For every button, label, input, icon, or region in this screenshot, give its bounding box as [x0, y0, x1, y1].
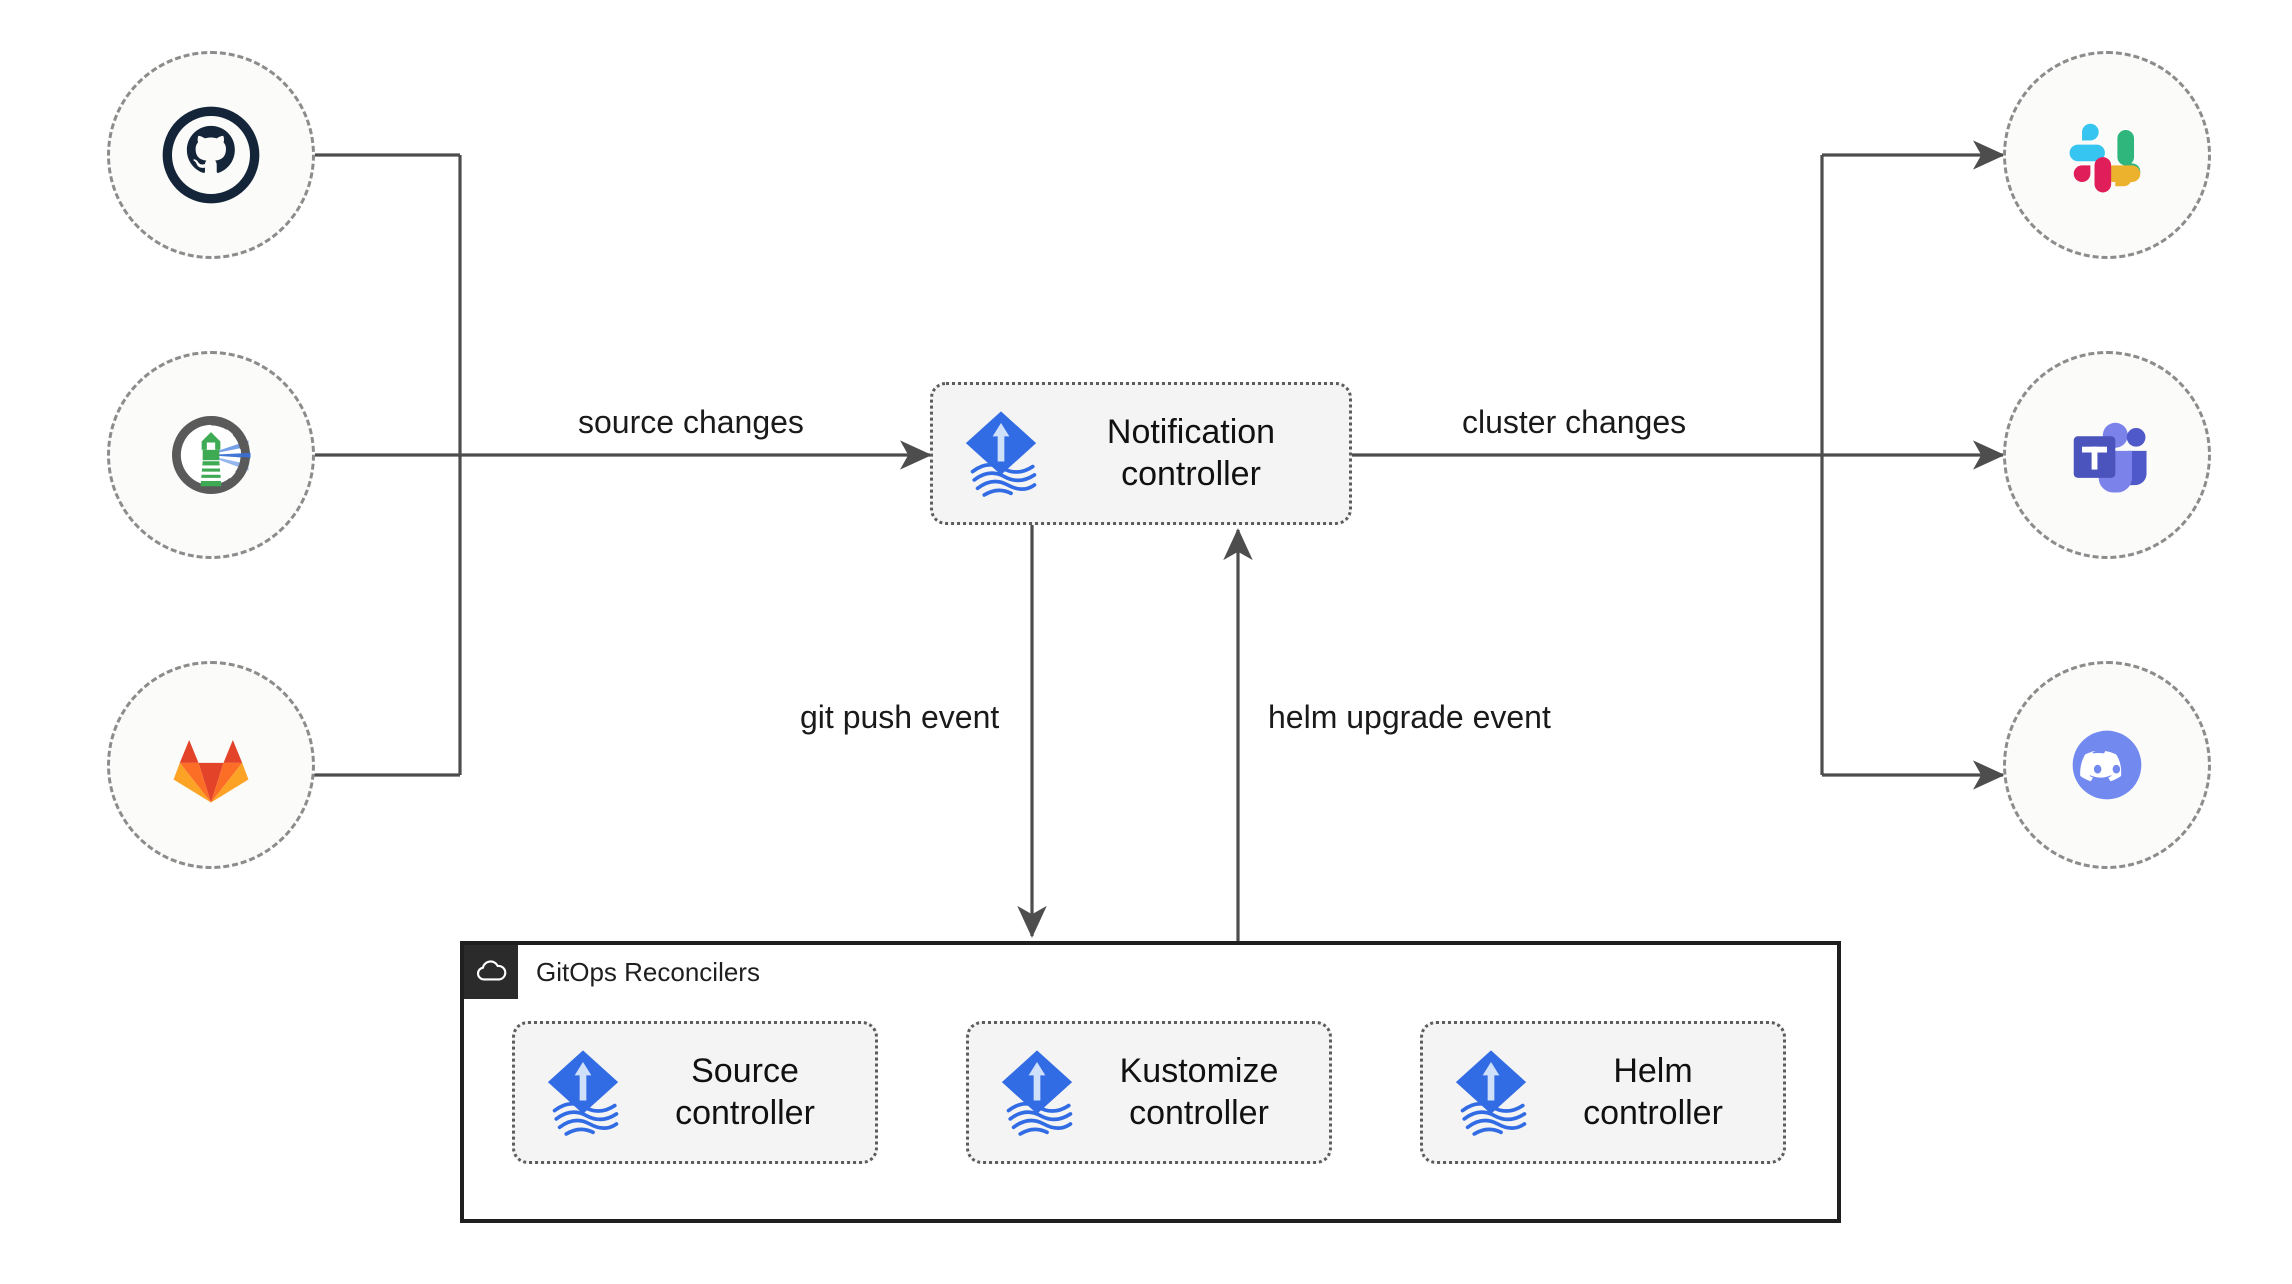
source-controller-card[interactable]: Source controller [512, 1021, 878, 1164]
slack-icon [2069, 123, 2141, 193]
cloud-icon [476, 960, 507, 981]
target-node-discord[interactable] [2003, 661, 2211, 869]
cloud-icon-badge [464, 945, 518, 999]
flux-icon [547, 1049, 619, 1136]
flux-icon [1455, 1049, 1527, 1136]
edge-label-helm-upgrade-event: helm upgrade event [1268, 699, 1551, 735]
edge-label-cluster-changes: cluster changes [1462, 404, 1687, 440]
kustomize-controller-label: Kustomize controller [1119, 1052, 1279, 1132]
helm-icon [172, 416, 251, 494]
microsoft-teams-icon [2073, 422, 2147, 493]
edge-label-source-changes: source changes [578, 404, 804, 440]
notification-controller-card[interactable]: Notification controller [930, 382, 1352, 525]
notification-controller-label: Notification controller [1106, 413, 1276, 493]
group-header: GitOps Reconcilers [464, 945, 760, 999]
target-node-slack[interactable] [2003, 51, 2211, 259]
group-title: GitOps Reconcilers [536, 956, 760, 987]
kustomize-controller-card[interactable]: Kustomize controller [966, 1021, 1332, 1164]
source-node-github[interactable] [107, 51, 315, 259]
flux-icon [1001, 1049, 1073, 1136]
edge-label-git-push-event: git push event [800, 699, 1000, 735]
discord-icon [2072, 730, 2142, 800]
github-icon [162, 106, 260, 204]
helm-controller-card[interactable]: Helm controller [1420, 1021, 1786, 1164]
helm-controller-label: Helm controller [1583, 1052, 1723, 1132]
gitlab-icon [173, 740, 249, 803]
source-controller-label: Source controller [675, 1052, 815, 1132]
flux-icon [965, 410, 1037, 497]
source-node-gitlab[interactable] [107, 661, 315, 869]
target-node-teams[interactable] [2003, 351, 2211, 559]
source-node-helm[interactable] [107, 351, 315, 559]
